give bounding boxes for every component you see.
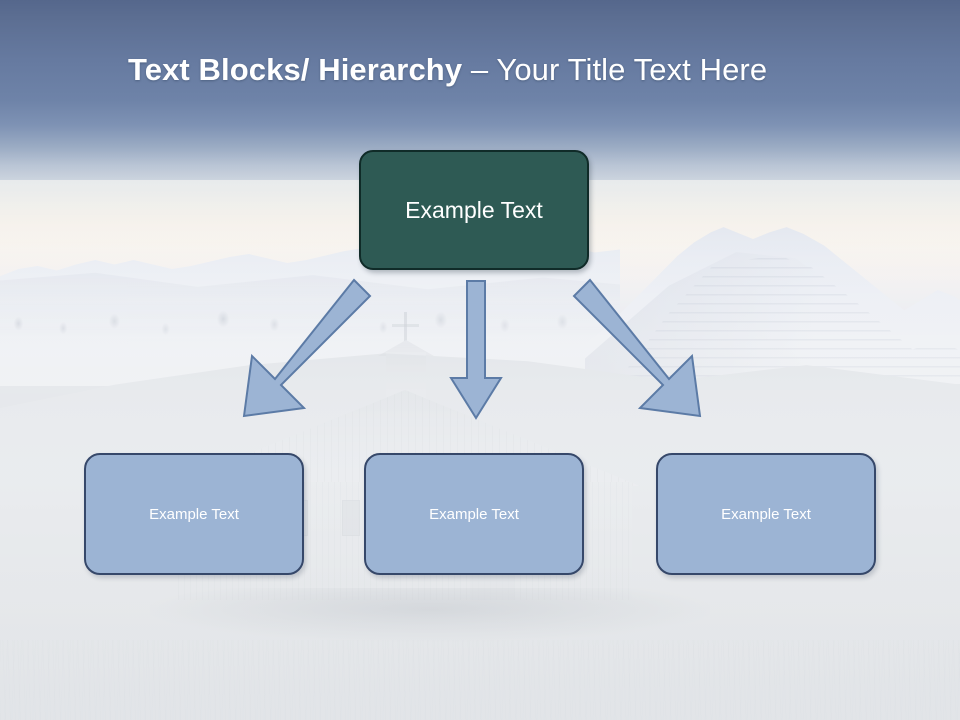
hierarchy-child-label-1: Example Text — [149, 505, 239, 523]
page-title: Text Blocks/ Hierarchy – Your Title Text… — [128, 52, 888, 88]
hierarchy-child-label-2: Example Text — [429, 505, 519, 523]
arrow-down-left-icon — [242, 278, 372, 418]
hierarchy-root-label: Example Text — [405, 196, 543, 223]
hierarchy-child-node-1[interactable]: Example Text — [84, 453, 304, 575]
page-title-light: – Your Title Text Here — [470, 52, 768, 87]
arrow-down-right-icon — [572, 278, 702, 418]
barn-window — [342, 500, 360, 536]
foreground-grass — [0, 640, 960, 720]
hierarchy-root-node[interactable]: Example Text — [359, 150, 589, 270]
barn-spire — [404, 312, 407, 342]
barn-cupola — [386, 352, 426, 398]
page-title-bold: Text Blocks/ Hierarchy — [128, 52, 471, 87]
barn-spire-crossbar — [392, 324, 419, 327]
hierarchy-child-node-3[interactable]: Example Text — [656, 453, 876, 575]
hierarchy-child-node-2[interactable]: Example Text — [364, 453, 584, 575]
hierarchy-child-label-3: Example Text — [721, 505, 811, 523]
foreground-haze — [0, 600, 960, 720]
arrow-down-icon — [449, 280, 503, 420]
